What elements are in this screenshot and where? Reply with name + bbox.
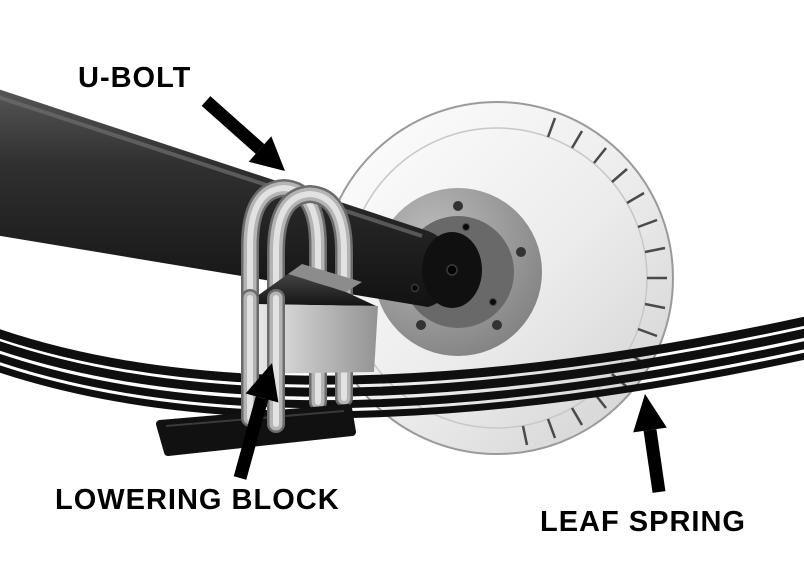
leaf-spring-arrow: [633, 394, 667, 493]
u-bolts: [241, 178, 353, 433]
label-u-bolt: U-BOLT: [78, 62, 192, 94]
u-bolt-front-legs: [241, 289, 285, 433]
rotor-vent-slots: [521, 117, 667, 446]
u-bolt-rear: [241, 178, 327, 427]
lowering-block-arrow: [233, 363, 279, 480]
label-lowering-block: LOWERING BLOCK: [55, 484, 340, 516]
u-bolt-arrow: [201, 96, 285, 171]
callout-arrows: [201, 96, 667, 493]
u-bolt-front: [267, 184, 353, 433]
block-cap-top-face: [288, 264, 362, 292]
block-body: [242, 304, 378, 374]
label-leaf-spring: LEAF SPRING: [540, 506, 746, 538]
